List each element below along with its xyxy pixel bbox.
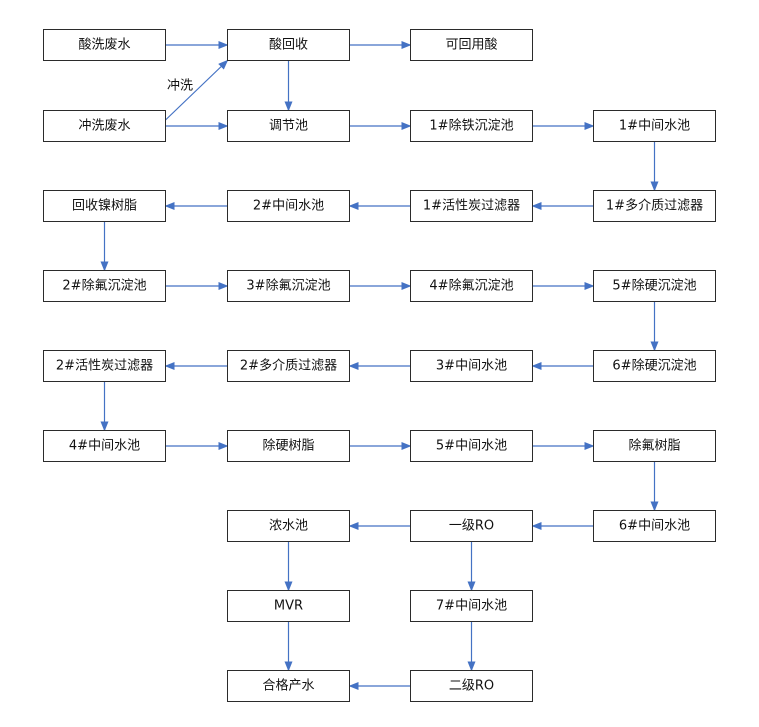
node-label: 2#多介质过滤器 <box>240 358 337 374</box>
node-box <box>43 190 166 222</box>
node-label: 3#中间水池 <box>436 359 507 374</box>
node-label: 6#中间水池 <box>619 519 690 534</box>
node-label: 2#活性炭过滤器 <box>56 359 153 374</box>
node-ro-stage-2: 二级RO <box>410 670 533 702</box>
node-box <box>410 110 533 142</box>
node-label: 冲洗废水 <box>78 118 130 134</box>
node-multimedia-filter-1: 1#多介质过滤器 <box>593 190 716 222</box>
node-box <box>410 29 533 61</box>
node-label: 可回用酸 <box>445 38 497 53</box>
node-label: 5#中间水池 <box>436 439 507 454</box>
node-intermediate-tank-3: 3#中间水池 <box>410 350 533 382</box>
node-rinse-wastewater: 冲洗废水 <box>43 110 166 142</box>
node-box <box>593 270 716 302</box>
node-hardness-removal-settling-5: 5#除硬沉淀池 <box>593 270 716 302</box>
node-label: 浓水池 <box>269 519 308 534</box>
node-mvr: MVR <box>227 590 350 622</box>
node-box <box>593 430 716 462</box>
node-box <box>227 110 350 142</box>
node-fluoride-removal-resin: 除氟树脂 <box>593 430 716 462</box>
node-box <box>227 190 350 222</box>
node-nickel-recovery-resin: 回收镍树脂 <box>43 190 166 222</box>
node-box <box>410 270 533 302</box>
node-acid-recovery: 酸回收 <box>227 29 350 61</box>
node-box <box>43 29 166 61</box>
node-label: 4#中间水池 <box>69 439 140 454</box>
node-label: 酸回收 <box>269 38 308 53</box>
node-iron-removal-settling-1: 1#除铁沉淀池 <box>410 110 533 142</box>
node-label: 一级RO <box>449 519 494 534</box>
node-box <box>227 670 350 702</box>
node-activated-carbon-filter-2: 2#活性炭过滤器 <box>43 350 166 382</box>
node-multimedia-filter-2: 2#多介质过滤器 <box>227 350 350 382</box>
node-label: 二级RO <box>449 679 494 694</box>
node-box <box>593 190 716 222</box>
arrow-rinse-wastewater-to-acid-recovery <box>165 59 229 121</box>
node-qualified-water: 合格产水 <box>227 670 350 702</box>
node-box <box>227 590 350 622</box>
node-label: 1#除铁沉淀池 <box>429 119 513 134</box>
node-label: 1#活性炭过滤器 <box>423 199 520 214</box>
node-label: 回收镍树脂 <box>72 199 137 214</box>
node-equalization-tank: 调节池 <box>227 110 350 142</box>
node-intermediate-tank-2: 2#中间水池 <box>227 190 350 222</box>
node-label: 2#中间水池 <box>253 199 324 214</box>
node-concentrate-tank: 浓水池 <box>227 510 350 542</box>
node-label: 1#中间水池 <box>619 119 690 134</box>
node-hardness-removal-settling-6: 6#除硬沉淀池 <box>593 350 716 382</box>
node-recyclable-acid: 可回用酸 <box>410 29 533 61</box>
node-label: 2#除氟沉淀池 <box>62 279 146 294</box>
node-hardness-removal-resin: 除硬树脂 <box>227 430 350 462</box>
node-label: MVR <box>274 599 303 614</box>
node-label: 6#除硬沉淀池 <box>612 359 696 374</box>
node-box <box>410 430 533 462</box>
node-box <box>410 590 533 622</box>
node-label: 3#除氟沉淀池 <box>246 279 330 294</box>
node-label: 除氟树脂 <box>628 439 680 454</box>
node-box <box>593 110 716 142</box>
node-fluoride-removal-settling-4: 4#除氟沉淀池 <box>410 270 533 302</box>
node-intermediate-tank-7: 7#中间水池 <box>410 590 533 622</box>
node-box <box>227 29 350 61</box>
node-intermediate-tank-4: 4#中间水池 <box>43 430 166 462</box>
node-box <box>410 350 533 382</box>
edge-labels: 冲洗 <box>167 79 193 94</box>
node-box <box>410 190 533 222</box>
node-activated-carbon-filter-1: 1#活性炭过滤器 <box>410 190 533 222</box>
node-box <box>227 350 350 382</box>
node-box <box>227 270 350 302</box>
node-fluoride-removal-settling-3: 3#除氟沉淀池 <box>227 270 350 302</box>
node-box <box>43 430 166 462</box>
node-label: 4#除氟沉淀池 <box>429 279 513 294</box>
edge-label-rinse-wastewater: 冲洗 <box>167 79 193 94</box>
node-label: 合格产水 <box>262 678 314 694</box>
node-box <box>43 350 166 382</box>
node-box <box>227 510 350 542</box>
node-intermediate-tank-1: 1#中间水池 <box>593 110 716 142</box>
node-box <box>593 350 716 382</box>
node-label: 酸洗废水 <box>78 37 130 53</box>
node-label: 除硬树脂 <box>262 439 314 454</box>
node-ro-stage-1: 一级RO <box>410 510 533 542</box>
node-acid-wash-wastewater: 酸洗废水 <box>43 29 166 61</box>
node-label: 7#中间水池 <box>436 599 507 614</box>
node-box <box>593 510 716 542</box>
node-box <box>227 430 350 462</box>
node-intermediate-tank-6: 6#中间水池 <box>593 510 716 542</box>
node-label: 5#除硬沉淀池 <box>612 279 696 294</box>
node-box <box>410 510 533 542</box>
node-label: 1#多介质过滤器 <box>606 198 703 214</box>
flow-arrows <box>100 41 659 690</box>
node-label: 调节池 <box>269 119 308 134</box>
node-intermediate-tank-5: 5#中间水池 <box>410 430 533 462</box>
node-box <box>410 670 533 702</box>
node-box <box>43 270 166 302</box>
node-box <box>43 110 166 142</box>
node-fluoride-removal-settling-2: 2#除氟沉淀池 <box>43 270 166 302</box>
